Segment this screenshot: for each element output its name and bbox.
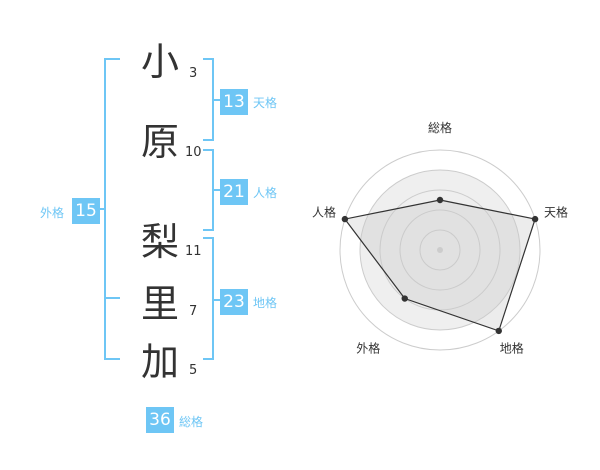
tenkaku-bracket-path	[203, 58, 220, 141]
gaikaku-value-badge: 15	[72, 198, 100, 224]
radar-vertex-4	[401, 295, 408, 302]
radar-grid-ring	[359, 169, 521, 331]
radar-data-polygon	[343, 199, 536, 332]
name-char-1: 小	[140, 40, 179, 84]
radar-axis-label-4: 外格	[356, 341, 380, 356]
radar-axis-label-3: 地格	[500, 341, 524, 356]
radar-axis-label-5: 人格	[312, 204, 336, 219]
name-char-4: 里	[140, 282, 179, 326]
stroke-count-1: 3	[189, 66, 198, 81]
gaikaku-label: 外格	[40, 206, 65, 220]
radar-grid-ring	[419, 229, 461, 271]
stroke-count-5: 5	[189, 363, 198, 378]
radar-axis-label-2: 天格	[544, 204, 568, 219]
radar-grid-ring	[379, 189, 501, 311]
radar-vertex-1	[436, 196, 444, 204]
stroke-count-4: 7	[189, 304, 198, 319]
jinkaku-label: 人格	[253, 186, 278, 200]
radar-vertex-5	[341, 215, 349, 223]
radar-axis-label-1: 総格	[428, 120, 452, 135]
stroke-count-2: 10	[185, 145, 202, 160]
chikaku-bracket-path	[203, 237, 220, 360]
name-char-5: 加	[140, 340, 179, 384]
tenkaku-label: 天格	[253, 96, 278, 110]
radar-grid-ring	[339, 149, 541, 351]
name-char-2: 原	[140, 120, 179, 164]
radar-grid-ring	[399, 209, 481, 291]
jinkaku-value-badge: 21	[220, 179, 248, 205]
soukaku-value-badge: 36	[146, 407, 174, 433]
chikaku-value-badge: 23	[220, 289, 248, 315]
jinkaku-bracket-path	[203, 149, 220, 231]
tenkaku-value-badge: 13	[220, 89, 248, 115]
radar-vertex-3	[495, 327, 502, 335]
stroke-count-3: 11	[185, 244, 202, 259]
chikaku-label: 地格	[253, 296, 278, 310]
soukaku-label: 総格	[179, 415, 204, 429]
name-char-3: 梨	[140, 220, 179, 264]
radar-vertex-2	[531, 215, 539, 223]
radar-center-dot	[437, 247, 443, 253]
